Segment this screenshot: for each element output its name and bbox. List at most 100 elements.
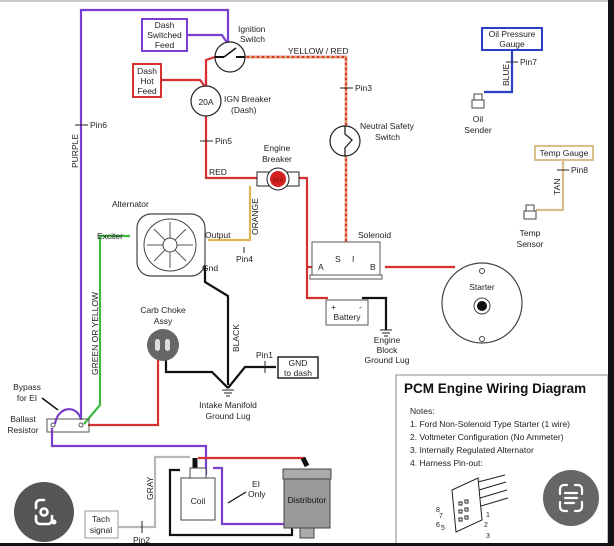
- label: +: [331, 302, 336, 312]
- label: Switched: [147, 30, 182, 40]
- alternator: Alternator Exciter Output Gnd: [97, 199, 231, 277]
- starter: Starter: [441, 262, 523, 344]
- pin-number: 1: [486, 512, 490, 519]
- label: Neutral Safety: [360, 121, 415, 131]
- label: Ballast: [10, 414, 36, 424]
- label: Hot: [140, 76, 154, 86]
- label: -: [359, 302, 362, 312]
- pin8-label: Pin8: [571, 165, 588, 175]
- wire-label-gray: GRAY: [145, 476, 155, 500]
- pin5-label: Pin5: [215, 136, 232, 146]
- temp-gauge-box: Temp Gauge: [534, 145, 594, 161]
- pin-number: 7: [439, 513, 443, 520]
- note-item: 4. Harness Pin-out:: [410, 458, 483, 468]
- note-item: 1. Ford Non-Solenoid Type Starter (1 wir…: [410, 419, 570, 429]
- pin3-label: Pin3: [355, 83, 372, 93]
- label: Temp Gauge: [540, 148, 589, 158]
- label: Feed: [155, 40, 175, 50]
- google-lens-button[interactable]: [14, 482, 74, 542]
- label: Solenoid: [358, 230, 391, 240]
- label: Ground Lug: [206, 411, 251, 421]
- label: Breaker: [262, 154, 292, 164]
- wire-label-yellow-red: YELLOW / RED: [288, 46, 348, 56]
- temp-sensor: Temp Sensor: [517, 204, 544, 249]
- pin7-label: Pin7: [520, 57, 537, 67]
- intake-ground-symbol: [222, 389, 234, 397]
- dash-switched-feed-box: Dash Switched Feed: [141, 18, 188, 52]
- text-select-button[interactable]: [543, 470, 599, 526]
- label: Coil: [191, 496, 206, 506]
- pin1-label: Pin1: [256, 350, 273, 360]
- label: 50A: [273, 178, 284, 184]
- label: Gnd: [202, 263, 218, 273]
- ei-arrow: [227, 491, 247, 504]
- gnd-to-dash-box: GND to dash: [277, 356, 319, 379]
- tan-wire: [536, 160, 565, 212]
- label: Intake Manifold: [199, 400, 257, 410]
- label: Alternator: [112, 199, 149, 209]
- label: Battery: [334, 312, 362, 322]
- battery: + - Battery: [325, 299, 369, 326]
- ign-breaker: 20A IGN Breaker (Dash): [190, 85, 271, 117]
- label: S: [335, 254, 341, 264]
- label: Distributor: [288, 495, 327, 505]
- label: Temp: [520, 228, 541, 238]
- tach-signal-box: Tach signal: [84, 510, 119, 539]
- label: Ground Lug: [365, 355, 410, 365]
- coil: Coil: [180, 467, 216, 521]
- label: Feed: [137, 86, 157, 96]
- pin6-label: Pin6: [90, 120, 107, 130]
- pin-number: 6: [436, 522, 440, 529]
- label: Ignition: [238, 24, 266, 34]
- engine-breaker: Engine Breaker 50A: [256, 143, 300, 191]
- oil-pressure-gauge-box: Oil Pressure Gauge: [481, 27, 543, 51]
- ground-symbol: [380, 329, 392, 337]
- label: Resistor: [7, 425, 38, 435]
- text-select-icon: [558, 483, 584, 513]
- label: Engine: [264, 143, 291, 153]
- wire-label-red: RED: [209, 167, 227, 177]
- note-item: 2. Voltmeter Configuration (No Ammeter): [410, 432, 564, 442]
- label: Output: [205, 230, 231, 240]
- bottom-edge: [0, 543, 614, 546]
- blue-wire: [484, 50, 514, 94]
- wire-label-purple: PURPLE: [70, 134, 80, 168]
- label: signal: [90, 525, 112, 535]
- wire-label-orange: ORANGE: [250, 198, 260, 235]
- right-edge: [608, 0, 614, 546]
- label: Only: [248, 489, 266, 499]
- wire-label-blue: BLUE: [501, 63, 511, 86]
- dash-hot-feed-box: Dash Hot Feed: [132, 63, 162, 98]
- oil-sender: Oil Sender: [464, 93, 492, 135]
- pin-markers: [75, 61, 569, 533]
- neutral-safety-switch: Neutral Safety Switch: [329, 121, 415, 157]
- label: Exciter: [97, 231, 123, 241]
- pin4-label: Pin4: [236, 254, 253, 264]
- label: (Dash): [231, 105, 257, 115]
- label: B: [370, 262, 376, 272]
- label: 20A: [198, 97, 213, 107]
- label: Dash: [155, 20, 175, 30]
- label: Block: [377, 345, 399, 355]
- distributor: Distributor: [282, 468, 332, 539]
- carb-choke-assy: Carb Choke Assy: [140, 305, 186, 361]
- ignition-switch: Ignition Switch: [214, 24, 266, 73]
- label: Switch: [240, 34, 265, 44]
- label: EI: [252, 479, 260, 489]
- wire-label-tan: TAN: [552, 179, 562, 195]
- solenoid: Solenoid A S I B: [309, 230, 391, 280]
- label: Tach: [92, 514, 110, 524]
- label: to dash: [284, 368, 312, 378]
- note-item: 3. Internally Regulated Alternator: [410, 445, 534, 455]
- pin-number: 2: [484, 522, 488, 529]
- pin-number: 8: [436, 507, 440, 514]
- label: Switch: [375, 132, 400, 142]
- label: Sensor: [517, 239, 544, 249]
- label: GND: [289, 358, 308, 368]
- label: Oil Pressure: [489, 29, 536, 39]
- gray-wire: [118, 455, 190, 529]
- label: Engine: [374, 335, 401, 345]
- ballast-resistor: Bypass for EI Ballast Resistor: [7, 382, 90, 435]
- label: Sender: [464, 125, 492, 135]
